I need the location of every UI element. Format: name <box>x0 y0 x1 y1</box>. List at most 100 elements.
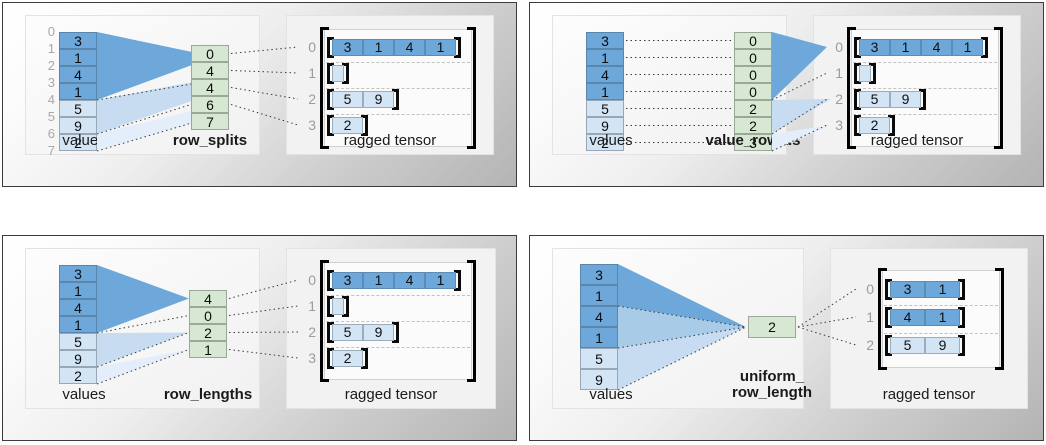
tensor-row-index: 1 <box>866 308 874 325</box>
tensor-cell: 1 <box>925 280 960 298</box>
value-index-tick: 0 <box>47 24 55 39</box>
value-cell: 2 <box>59 367 97 384</box>
row-bracket-left <box>854 88 861 110</box>
tensor-cell: 1 <box>363 271 394 289</box>
tensor-row-index: 2 <box>835 90 843 107</box>
tensor-cell: 1 <box>425 38 456 56</box>
values-caption-row_lengths: values <box>62 386 106 403</box>
values-caption-uniform_row_length: values <box>589 386 633 403</box>
tensor-cell: 5 <box>859 90 890 108</box>
tensor-row-index: 3 <box>308 349 316 366</box>
empty-row-cell <box>859 64 871 82</box>
tensor-cell: 3 <box>859 38 890 56</box>
row-separator <box>853 62 997 63</box>
partition-cell: 0 <box>189 307 227 324</box>
tensor-row-index: 0 <box>866 280 874 297</box>
empty-row-cell <box>332 297 344 315</box>
value-cell: 4 <box>59 299 97 316</box>
partition-cell: 1 <box>189 341 227 358</box>
partition-cell: 3 <box>734 134 772 151</box>
row-bracket-right <box>958 306 965 328</box>
row-bracket-left <box>854 36 861 58</box>
row-separator <box>884 333 998 334</box>
tensor-row-index: 1 <box>835 64 843 81</box>
partition-caption-value_rowids: value_rowids <box>705 132 801 149</box>
row-bracket-left <box>885 306 892 328</box>
value-index-tick: 5 <box>47 109 55 124</box>
tensor-row-index: 1 <box>308 297 316 314</box>
value-cell: 9 <box>586 117 624 134</box>
value-cell: 1 <box>59 316 97 333</box>
row-bracket-left <box>327 114 334 136</box>
row-bracket-right <box>454 36 461 58</box>
partition-cell: 4 <box>191 79 229 96</box>
value-index-tick: 4 <box>47 92 55 107</box>
tensor-cell: 9 <box>363 90 394 108</box>
tensor-cell: 1 <box>952 38 983 56</box>
value-cell: 3 <box>586 32 624 49</box>
row-bracket-left <box>327 36 334 58</box>
row-separator <box>884 305 998 306</box>
row-separator <box>326 295 470 296</box>
tensor-row-index: 0 <box>835 38 843 55</box>
value-cell: 1 <box>586 83 624 100</box>
value-index-tick: 6 <box>47 126 55 141</box>
tensor-cell: 5 <box>332 323 363 341</box>
value-cell: 2 <box>586 134 624 151</box>
tensor-caption-uniform_row_length: ragged tensor <box>882 386 976 403</box>
row-separator <box>326 62 470 63</box>
value-cell: 5 <box>586 100 624 117</box>
row-bracket-left <box>854 62 861 84</box>
tensor-cell: 1 <box>890 38 921 56</box>
tensor-row-index: 2 <box>308 323 316 340</box>
partition-cell: 7 <box>191 113 229 130</box>
tensor-row-index: 0 <box>308 38 316 55</box>
row-bracket-right <box>361 114 368 136</box>
partition-cell: 0 <box>734 66 772 83</box>
value-cell: 1 <box>59 282 97 299</box>
row-bracket-left <box>327 295 334 317</box>
row-bracket-right <box>888 114 895 136</box>
partition-caption-row_lengths: row_lengths <box>163 386 253 403</box>
value-cell: 4 <box>586 66 624 83</box>
row-bracket-left <box>327 321 334 343</box>
row-bracket-right <box>958 278 965 300</box>
row-separator <box>326 347 470 348</box>
tensor-cell: 4 <box>921 38 952 56</box>
tensor-cell: 2 <box>332 116 363 134</box>
row-bracket-right <box>392 88 399 110</box>
outer-bracket-right <box>995 268 1004 370</box>
value-cell: 1 <box>586 49 624 66</box>
row-bracket-right <box>342 295 349 317</box>
value-cell: 1 <box>580 327 618 348</box>
value-index-tick: 1 <box>47 41 55 56</box>
tensor-cell: 1 <box>925 308 960 326</box>
partition-cell: 2 <box>734 117 772 134</box>
tensor-cell: 5 <box>890 336 925 354</box>
row-bracket-right <box>454 269 461 291</box>
partition-cell: 2 <box>748 316 796 338</box>
tensor-caption-row_splits: ragged tensor <box>343 132 437 149</box>
row-bracket-right <box>342 62 349 84</box>
outer-bracket-left <box>878 268 887 370</box>
row-bracket-right <box>392 321 399 343</box>
tensor-cell: 2 <box>859 116 890 134</box>
row-bracket-left <box>327 347 334 369</box>
row-separator <box>326 114 470 115</box>
tensor-row-index: 2 <box>866 336 874 353</box>
value-index-tick: 2 <box>47 58 55 73</box>
partition-caption-row_splits: row_splits <box>172 132 248 149</box>
tensor-cell: 3 <box>890 280 925 298</box>
tensor-cell: 5 <box>332 90 363 108</box>
tensor-row-index: 3 <box>835 116 843 133</box>
